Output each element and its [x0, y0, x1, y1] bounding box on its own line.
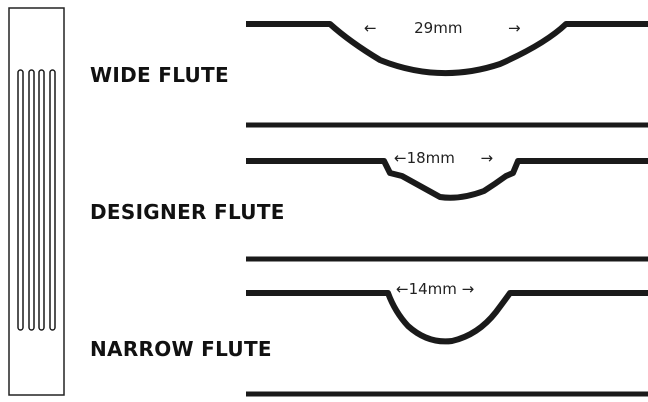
dimension-value: 18mm: [406, 149, 455, 167]
wide-flute-dimension: ← 29mm →: [364, 19, 521, 37]
designer-flute-label: DESIGNER FLUTE: [90, 200, 285, 224]
dimension-value: 14mm: [408, 280, 457, 298]
fluted-board-illustration: [8, 7, 65, 396]
narrow-flute-label: NARROW FLUTE: [90, 337, 272, 361]
wide-flute-label: WIDE FLUTE: [90, 63, 229, 87]
arrow-left-icon: ←: [394, 149, 407, 167]
arrow-left-icon: ←: [364, 19, 377, 37]
narrow-flute-dimension: ←14mm →: [396, 280, 474, 298]
wide-flute-profile: [246, 21, 648, 128]
narrow-flute-profile: [246, 290, 648, 397]
arrow-right-icon: →: [480, 149, 494, 167]
arrow-left-icon: ←: [396, 280, 409, 298]
dimension-value: 29mm: [414, 19, 463, 37]
designer-flute-profile: [246, 158, 648, 262]
arrow-right-icon: →: [508, 19, 521, 37]
designer-flute-dimension: ←18mm →: [394, 149, 493, 167]
arrow-right-icon: →: [461, 280, 475, 298]
